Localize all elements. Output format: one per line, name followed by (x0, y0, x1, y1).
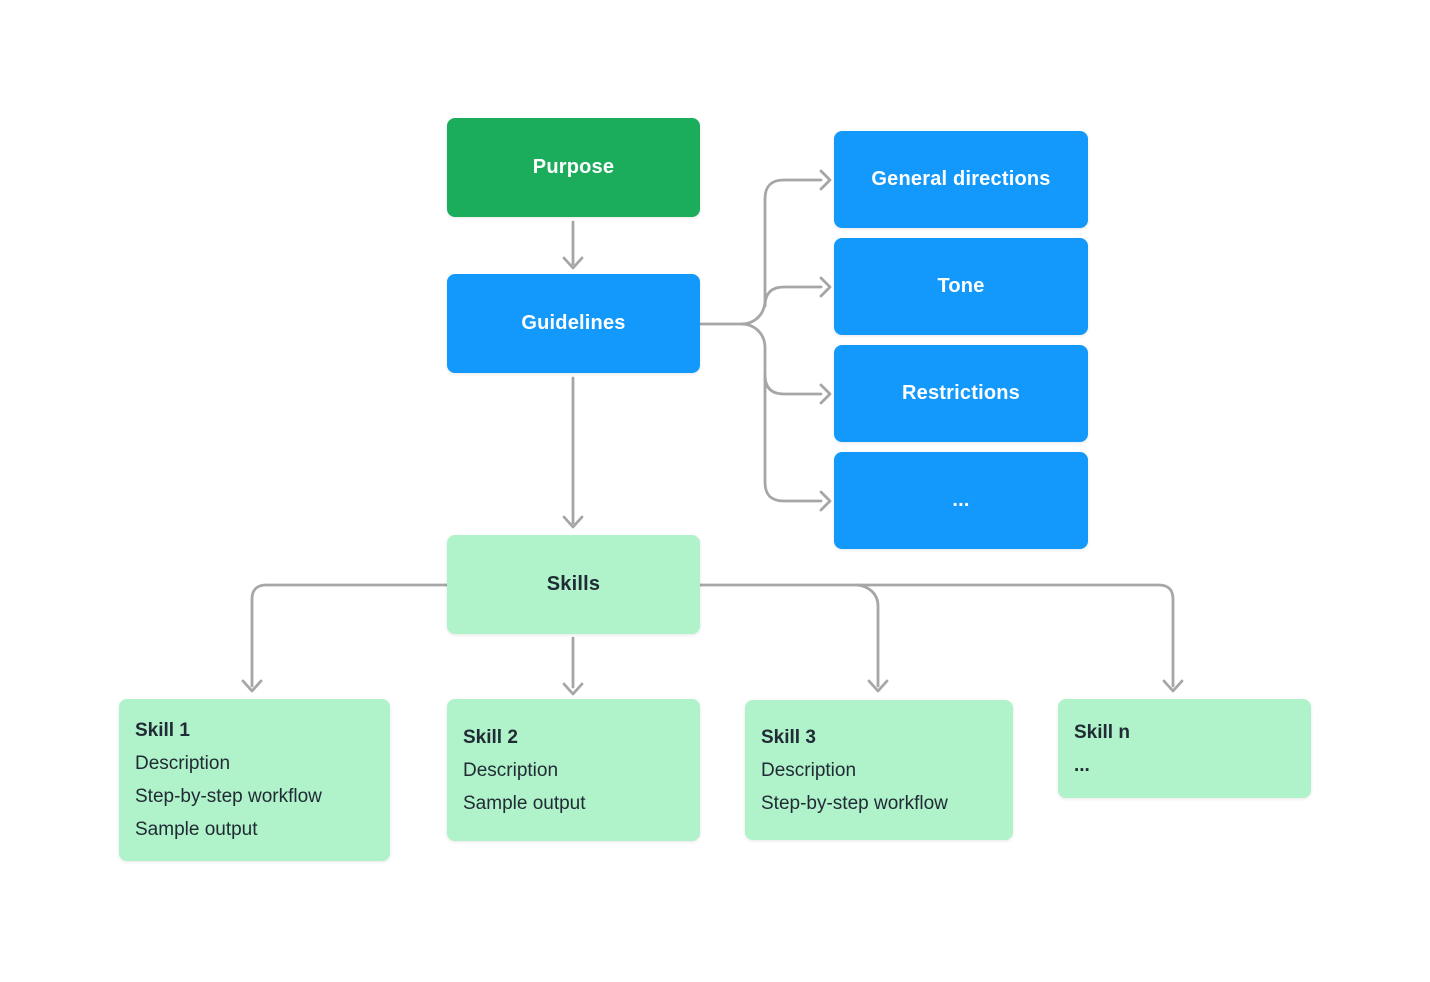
skill-line: Sample output (463, 792, 586, 814)
node-skills: Skills (447, 535, 700, 634)
node-label: Tone (937, 275, 985, 297)
ellipsis-label: ... (952, 489, 970, 511)
arrow-skills-to-skill-n (698, 583, 1184, 693)
arrow-skills-to-skill-1 (241, 583, 449, 693)
skill-line: Description (761, 759, 857, 781)
skill-title: Skill 2 (463, 726, 518, 748)
card-skill-2: Skill 2 Description Sample output (447, 699, 700, 841)
arrow-skills-to-skill-2 (562, 636, 584, 696)
node-label: General directions (871, 168, 1051, 190)
node-guidelines-more: ... (834, 452, 1088, 549)
arrow-guidelines-to-more (739, 322, 832, 512)
arrow-guidelines-to-general-directions (698, 169, 832, 326)
skill-line: Step-by-step workflow (135, 786, 322, 807)
card-skill-3: Skill 3 Description Step-by-step workflo… (745, 700, 1013, 840)
skill-line: Description (463, 759, 559, 781)
node-restrictions: Restrictions (834, 345, 1088, 442)
node-purpose: Purpose (447, 118, 700, 217)
node-label: Guidelines (521, 312, 626, 334)
ellipsis-label: ... (1074, 754, 1090, 776)
arrow-guidelines-to-tone (763, 276, 832, 308)
skill-title: Skill n (1074, 721, 1130, 743)
skill-line: Sample output (135, 819, 258, 840)
skill-line: Description (135, 753, 231, 774)
node-label: Skills (546, 573, 601, 595)
node-guidelines: Guidelines (447, 274, 700, 373)
node-general-directions: General directions (834, 131, 1088, 228)
arrow-guidelines-to-restrictions (763, 373, 832, 405)
node-label: Restrictions (902, 382, 1020, 404)
skill-title: Skill 1 (135, 720, 190, 741)
node-tone: Tone (834, 238, 1088, 335)
card-skill-n: Skill n ... (1058, 699, 1311, 798)
arrow-skills-to-skill-3 (855, 583, 889, 693)
skill-line: Step-by-step workflow (761, 792, 948, 814)
arrow-guidelines-to-skills (562, 376, 584, 529)
node-label: Purpose (532, 156, 615, 178)
skill-title: Skill 3 (761, 726, 816, 748)
arrow-purpose-to-guidelines (562, 220, 584, 270)
card-skill-1: Skill 1 Description Step-by-step workflo… (119, 699, 390, 861)
